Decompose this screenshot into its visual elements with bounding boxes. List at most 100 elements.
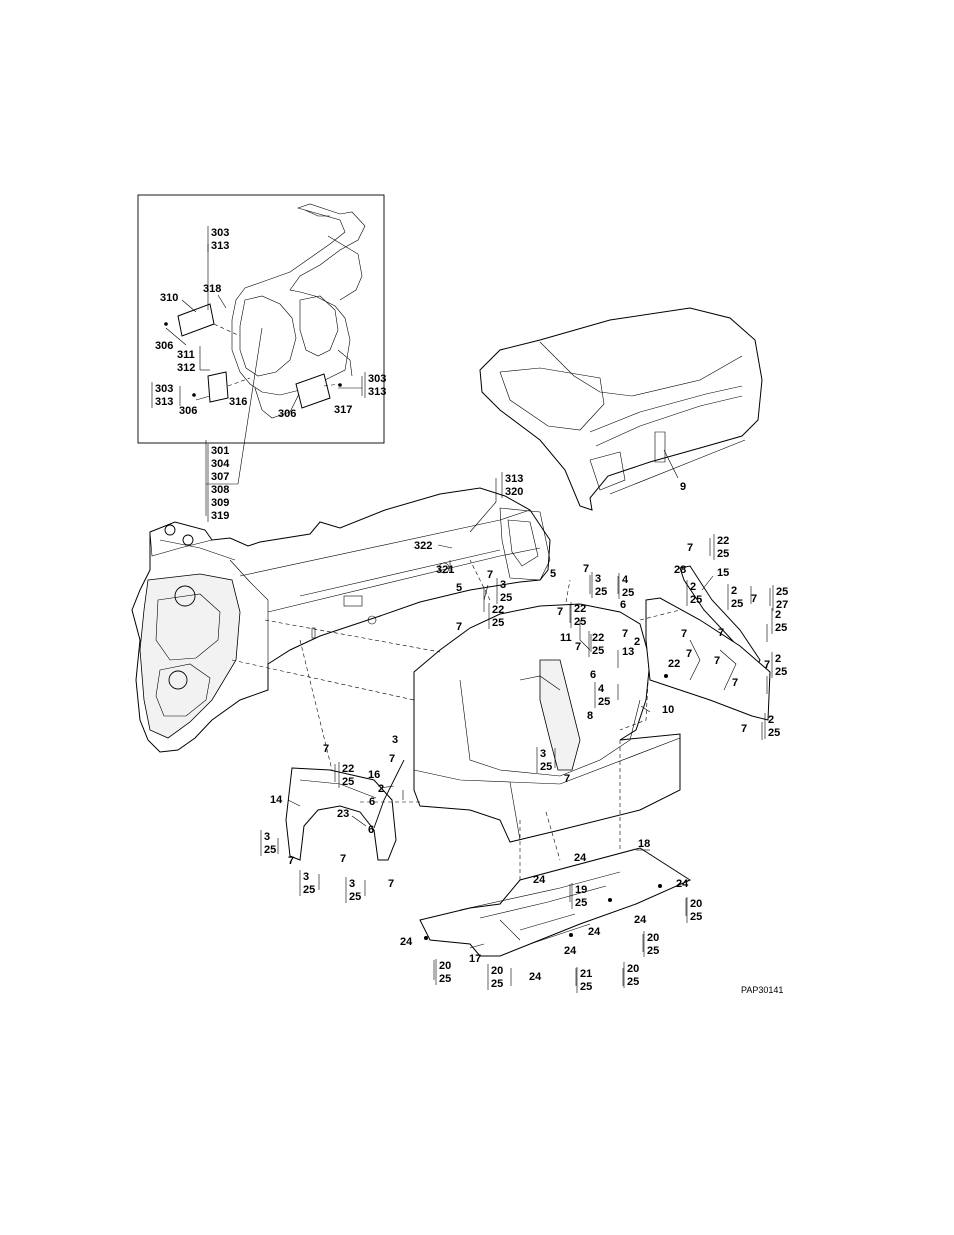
callout-c9: 9 [680,481,686,493]
callout-c303-313-top-line1: 303 [211,227,229,239]
leader-lines [277,478,771,986]
callout-c20-25-d-line2: 25 [491,978,503,990]
callout-c22: 22 [668,658,680,670]
callout-c13: 13 [622,646,634,658]
callout-c4-25-b-line2: 25 [598,696,610,708]
callout-c7-n: 7 [764,659,770,671]
fender-and-floor [285,759,692,957]
callout-c7-p: 7 [741,723,747,735]
callout-c3-25-d-line1: 3 [264,831,270,843]
callout-c21-25-line2: 25 [580,981,592,993]
callout-c20-25-e-line2: 25 [627,976,639,988]
callout-c3-25-c-line1: 3 [540,748,546,760]
callout-c22-25-d-line2: 25 [717,548,729,560]
callout-c25-27-line2: 27 [776,599,788,611]
assembly-lines [231,559,681,880]
callout-c7-f: 7 [622,628,628,640]
callout-c301-group-line2: 304 [211,458,230,470]
callout-c14: 14 [270,794,283,806]
side-panels [645,565,771,721]
callout-c20-25-a-line1: 20 [690,898,702,910]
callout-c6-b: 6 [590,669,596,681]
callout-c19-25-line2: 25 [575,897,587,909]
callout-c318: 318 [203,283,221,295]
callout-c4-25-a-line2: 25 [622,587,634,599]
callout-c322: 322 [414,540,432,552]
callout-c321: 321 [436,564,454,576]
callout-c24-b: 24 [533,874,546,886]
callout-c20-25-d-line1: 20 [491,965,503,977]
callout-c22-25-b-line1: 22 [574,603,586,615]
callout-c2-a: 2 [634,636,640,648]
callout-c7-k: 7 [718,627,724,639]
callout-c311: 311 [177,349,195,361]
plate-316 [207,371,229,403]
callout-c5-a: 5 [456,582,462,594]
callout-c7-d: 7 [557,606,563,618]
callout-c24-a: 24 [574,852,587,864]
callout-c303-313-top-line2: 313 [211,240,229,252]
cover-plate-311 [177,303,215,337]
callout-c24-e: 24 [588,926,601,938]
callout-c23: 23 [337,808,349,820]
callout-c7-t: 7 [340,853,346,865]
callout-c7-h: 7 [687,542,693,554]
callout-c2-25-b-line2: 25 [731,598,743,610]
callout-c2-25-e-line1: 2 [768,714,774,726]
callout-c6-a: 6 [620,599,626,611]
callout-c301-group-line1: 301 [211,445,229,457]
callout-c313-320-line1: 313 [505,473,523,485]
callout-c4-25-b-line1: 4 [598,683,605,695]
callout-c3-25-a-line2: 25 [500,592,512,604]
callout-c301-group-line6: 319 [211,510,229,522]
callout-c7-b: 7 [456,621,462,633]
callout-c22-25-b-line2: 25 [574,616,586,628]
callout-c3-25-c-line2: 25 [540,761,552,773]
callout-c317: 317 [334,404,352,416]
callout-c5-b: 5 [550,568,556,580]
callout-c7-q: 7 [323,743,329,755]
callout-c22-25-e-line2: 25 [342,776,354,788]
callout-c22-25-d-line1: 22 [717,535,729,547]
callout-c306-c: 306 [278,408,296,420]
callout-c20-25-c-line2: 25 [439,973,451,985]
callout-c16: 16 [368,769,380,781]
callout-c3-25-f-line2: 25 [349,891,361,903]
figure-code: PAP30141 [741,985,783,995]
callout-c3-25-e-line1: 3 [303,871,309,883]
callout-c22-25-a-line1: 22 [492,604,504,616]
callout-c6-c: 6 [369,796,375,808]
callout-c303-313-left-line1: 303 [155,383,173,395]
callout-c20-25-e-line1: 20 [627,963,639,975]
callout-c312: 312 [177,362,195,374]
callout-c2-25-a-line1: 2 [690,581,696,593]
callout-c7-i: 7 [751,593,757,605]
callout-c22-25-c-line2: 25 [592,645,604,657]
hood-assembly [479,307,763,511]
callout-c2-25-d-line2: 25 [775,666,787,678]
callout-c301-group-line5: 309 [211,497,229,509]
callout-c2-b: 2 [378,783,384,795]
callout-c19-25-line1: 19 [575,884,587,896]
callout-c301-group-line4: 308 [211,484,229,496]
callout-c25-27-line1: 25 [776,586,788,598]
callout-c301-group-line3: 307 [211,471,229,483]
callout-c3-25-e-line2: 25 [303,884,315,896]
cab-tub [413,603,681,843]
callout-c7-r: 7 [389,753,395,765]
callout-c2-25-b-line1: 2 [731,585,737,597]
callout-c303-313-left-line2: 313 [155,396,173,408]
callout-c24-g: 24 [529,971,542,983]
callout-c2-25-c-line1: 2 [775,609,781,621]
callout-c8: 8 [587,710,593,722]
callout-c316: 316 [229,396,247,408]
callout-c306-b: 306 [179,405,197,417]
callout-c22-25-c-line1: 22 [592,632,604,644]
callout-c7-e: 7 [575,641,581,653]
plate-317 [295,373,331,409]
callout-c7-o: 7 [732,677,738,689]
callout-c20-25-c-line1: 20 [439,960,451,972]
callout-c20-25-a-line2: 25 [690,911,702,923]
callout-c3-b: 3 [392,734,398,746]
